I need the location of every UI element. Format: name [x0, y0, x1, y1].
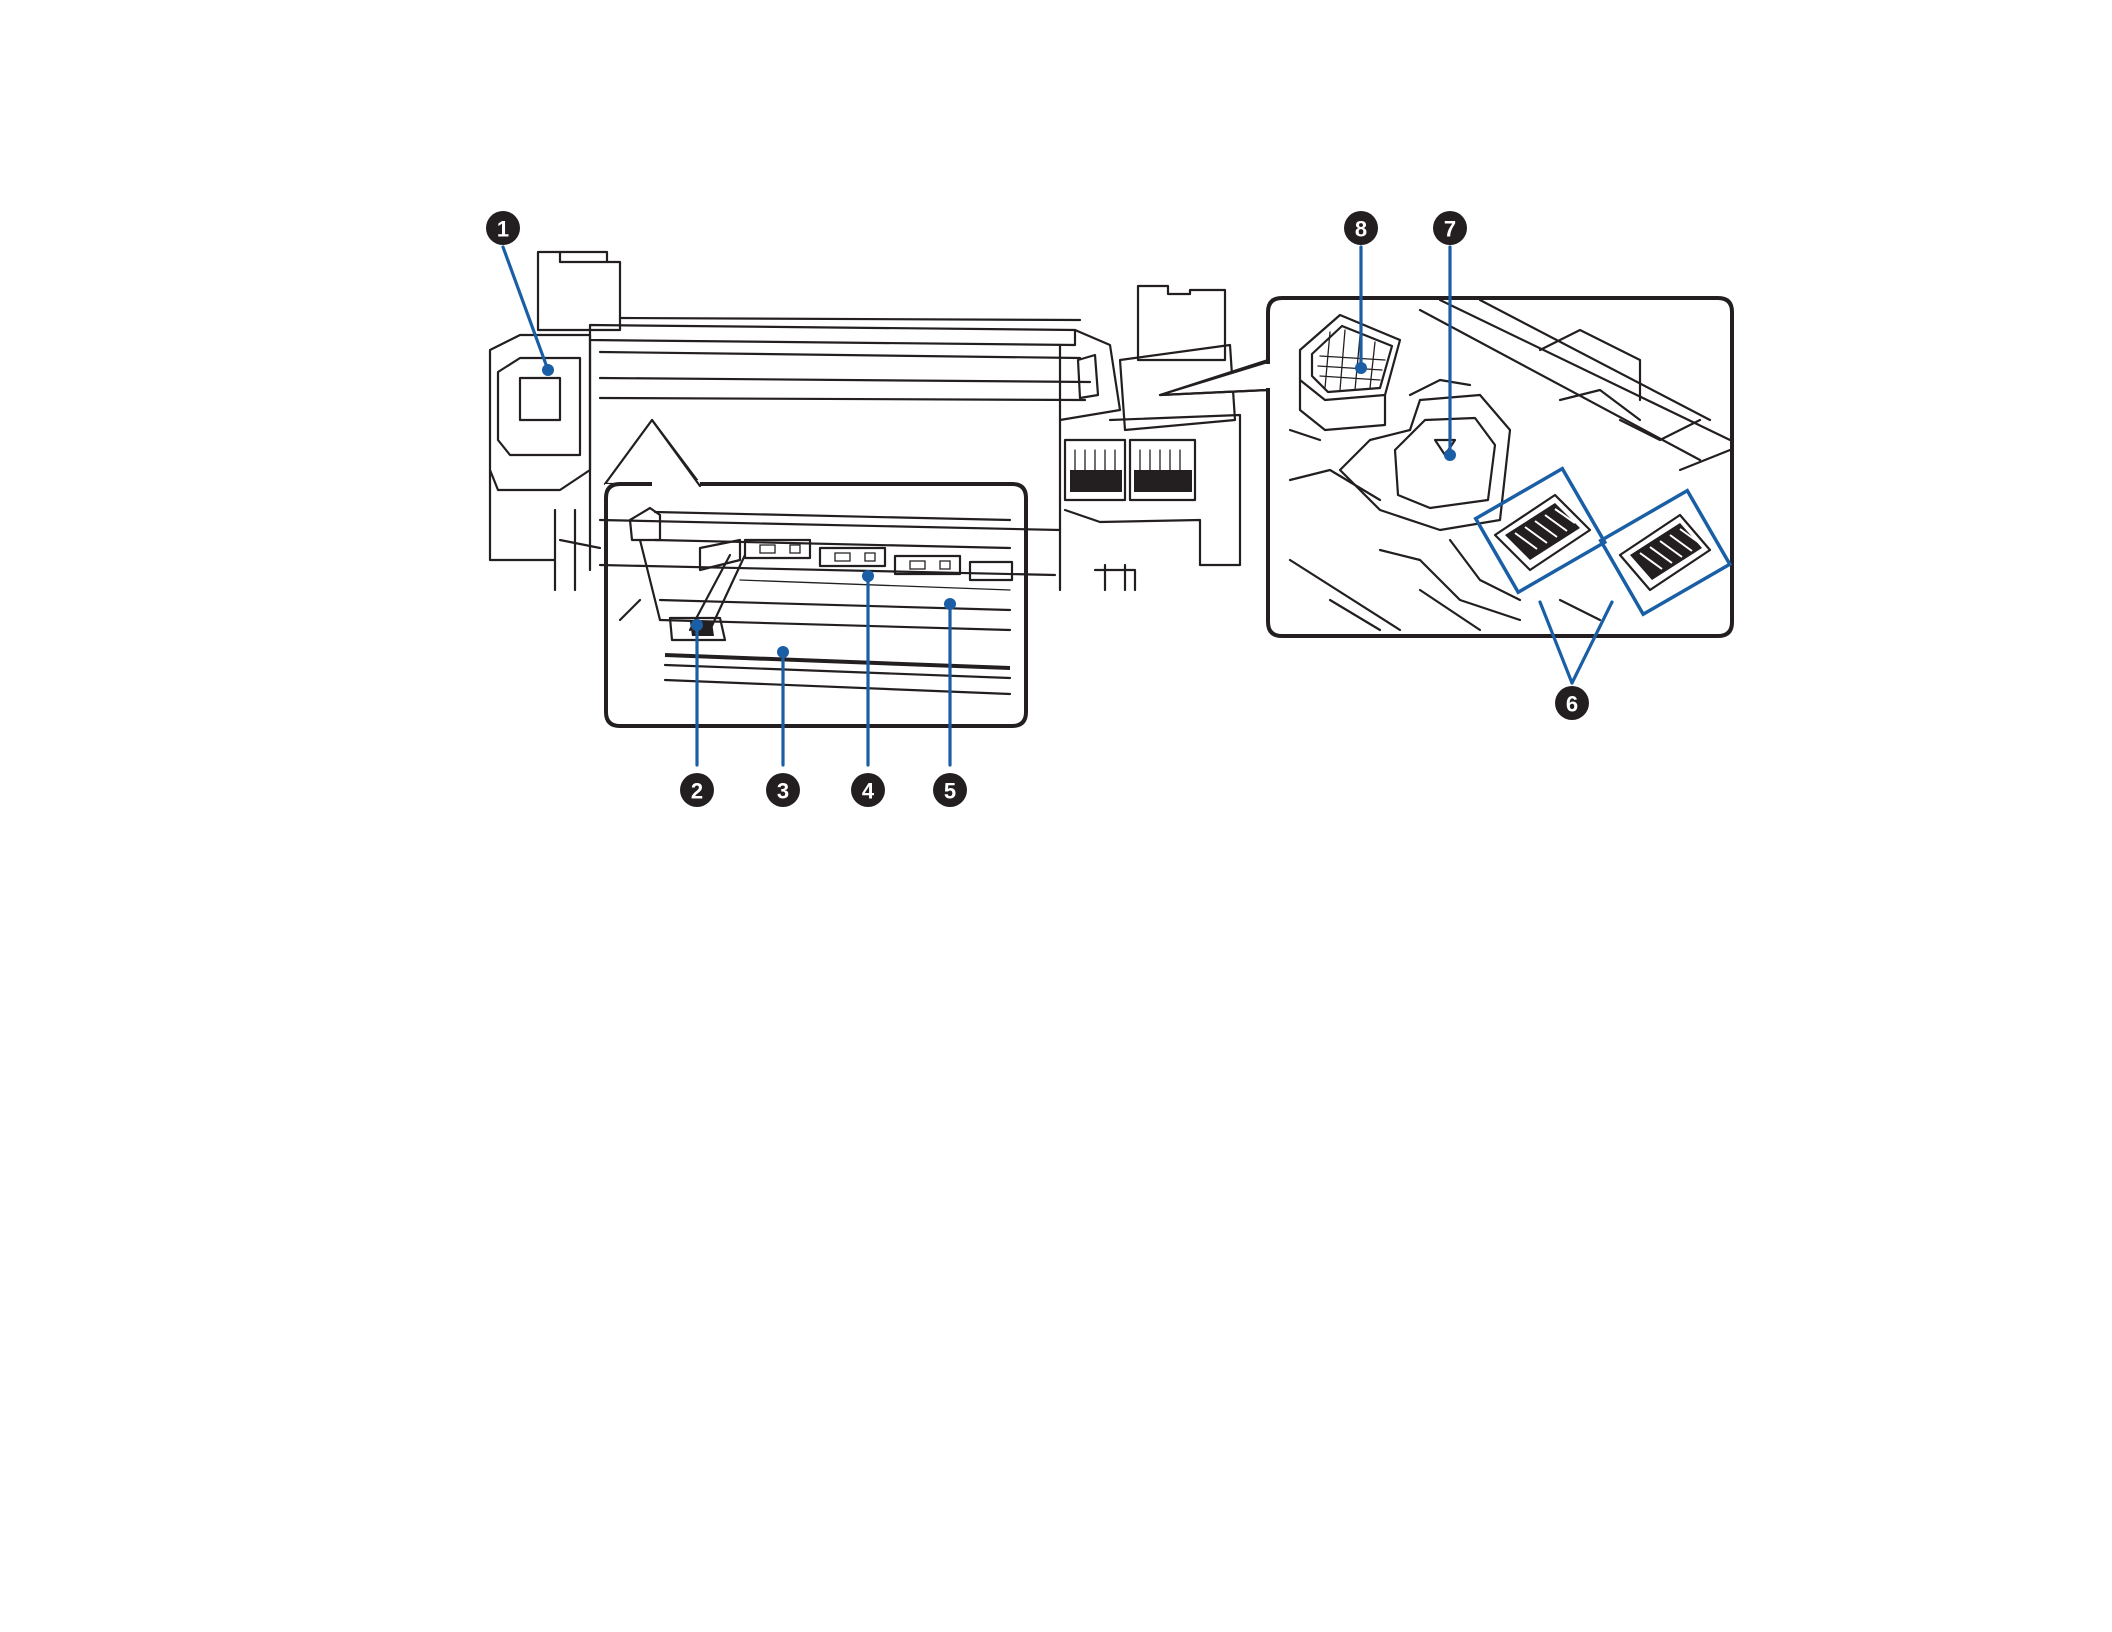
inset-maintenance-area: [1160, 298, 1732, 636]
callout-7: 7: [1433, 211, 1467, 245]
wiper-cleaner: [1290, 315, 1400, 440]
callout-3: 3: [766, 773, 800, 807]
ink-cartridge-slots: [1065, 440, 1195, 500]
callout-number: 8: [1355, 217, 1367, 242]
callout-number: 5: [944, 779, 956, 804]
callout-1: 1: [486, 211, 520, 245]
callout-5: 5: [933, 773, 967, 807]
callout-number: 1: [497, 217, 509, 242]
callout-number: 3: [777, 779, 789, 804]
callout-6: 6: [1555, 686, 1589, 720]
callout-4: 4: [851, 773, 885, 807]
callout-number: 2: [691, 779, 703, 804]
caps: [1476, 469, 1730, 615]
callout-number: 4: [862, 779, 875, 804]
wiper: [1340, 380, 1510, 530]
callout-number: 6: [1566, 692, 1578, 717]
callout-8: 8: [1344, 211, 1378, 245]
callout-number: 7: [1444, 217, 1456, 242]
printer-body: [490, 252, 1240, 590]
callout-2: 2: [680, 773, 714, 807]
